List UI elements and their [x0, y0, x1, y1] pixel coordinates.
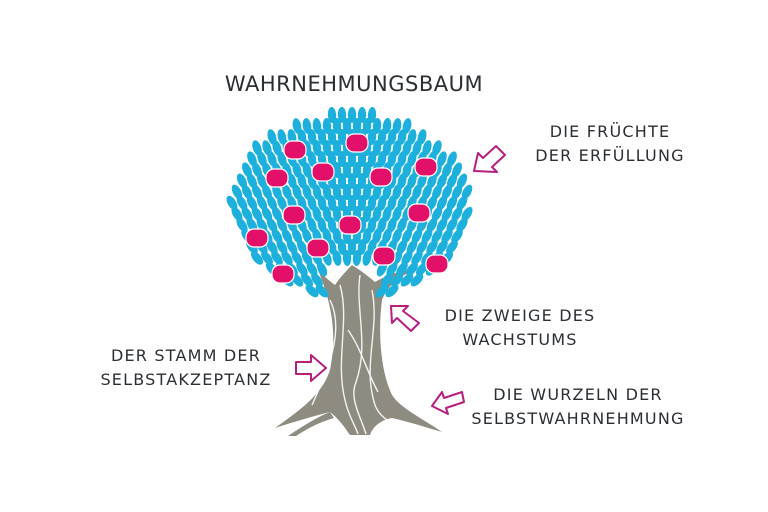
label-roots-line1: DIE WURZELN DER [493, 385, 663, 404]
label-branches-line2: WACHSTUMS [462, 330, 578, 349]
tree-crown-leaves [226, 107, 473, 298]
label-branches: DIE ZWEIGE DES WACHSTUMS [430, 304, 610, 352]
label-fruits-line2: DER ERFÜLLUNG [535, 146, 685, 165]
label-roots: DIE WURZELN DER SELBSTWAHRNEHMUNG [458, 383, 698, 431]
label-trunk-line2: SELBSTAKZEPTANZ [100, 370, 272, 389]
arrow-down-left-icon [473, 145, 506, 173]
label-trunk: DER STAMM DER SELBSTAKZEPTANZ [86, 344, 286, 392]
arrow-left-icon [431, 391, 465, 415]
trunk-grain-lines [311, 274, 406, 435]
label-roots-line2: SELBSTWAHRNEHMUNG [471, 409, 685, 428]
arrow-right-icon [295, 354, 327, 382]
label-fruits: DIE FRÜCHTE DER ERFÜLLUNG [520, 120, 700, 168]
label-trunk-line1: DER STAMM DER [110, 346, 262, 365]
diagram-title: WAHRNEHMUNGSBAUM [224, 72, 484, 96]
label-branches-line1: DIE ZWEIGE DES [444, 306, 596, 325]
label-fruits-line1: DIE FRÜCHTE [549, 122, 671, 141]
arrow-up-left-icon [390, 305, 420, 332]
tree-fruits [245, 133, 449, 284]
